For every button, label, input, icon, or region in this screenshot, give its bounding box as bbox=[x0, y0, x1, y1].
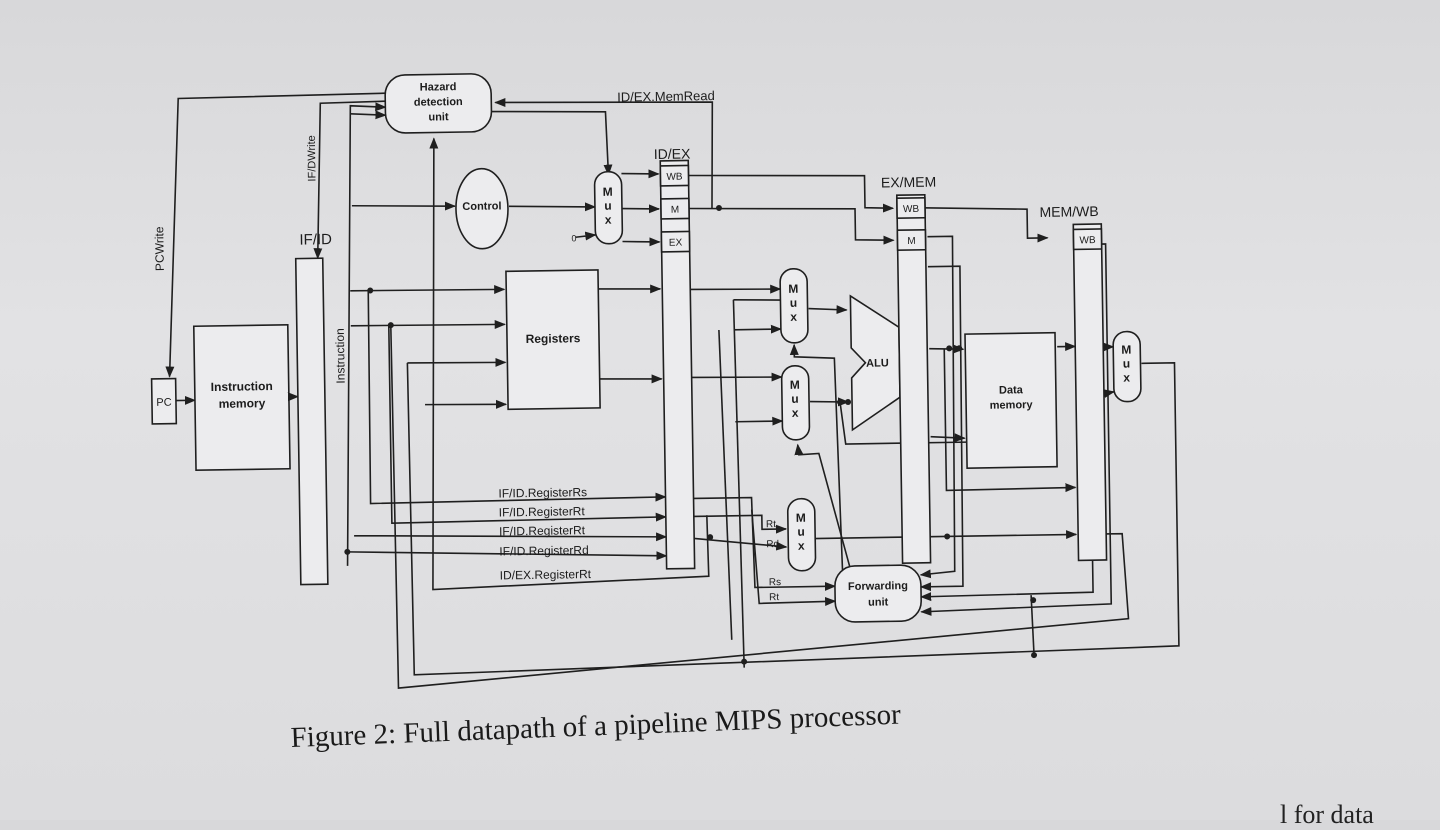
register-file: Registers bbox=[505, 269, 601, 411]
forwarding-label-line2: unit bbox=[868, 596, 889, 608]
forwarding-unit: Forwarding unit bbox=[834, 564, 922, 623]
ex-mem-m-field: M bbox=[907, 236, 916, 247]
reg-dst-mux: M u x bbox=[786, 497, 817, 572]
wires bbox=[165, 92, 1180, 689]
data-memory-label-line1: Data bbox=[999, 384, 1024, 396]
mem-wb-wb-field: WB bbox=[1079, 235, 1096, 246]
writeback-mux: M u x bbox=[1112, 330, 1142, 403]
mem-wb-label: MEM/WB bbox=[1039, 203, 1098, 220]
alu-mux-a: M u x bbox=[779, 268, 809, 344]
rs-forward-label: Rs bbox=[769, 577, 781, 588]
memread-label: ID/EX.MemRead bbox=[617, 88, 715, 105]
instruction-memory-label-line1: Instruction bbox=[211, 379, 273, 394]
ex-mem-register: WB M EX/MEM bbox=[881, 174, 936, 564]
control-label: Control bbox=[462, 200, 501, 213]
id-ex-wb-field: WB bbox=[666, 172, 683, 183]
instruction-memory-label-line2: memory bbox=[219, 396, 266, 411]
data-memory: Data memory bbox=[964, 331, 1058, 469]
alu: ALU bbox=[849, 294, 901, 432]
control-mux: M u x bbox=[593, 170, 624, 245]
reg-dst-mux-u: u bbox=[797, 525, 805, 539]
alu-mux-b-m: M bbox=[790, 378, 800, 392]
control-mux-u: u bbox=[604, 199, 612, 213]
ex-mem-label: EX/MEM bbox=[881, 174, 936, 191]
id-ex-m-field: M bbox=[671, 205, 680, 216]
ifdwrite-label: IF/DWrite bbox=[306, 135, 319, 181]
if-id-registerrt-label-1: IF/ID.RegisterRt bbox=[499, 504, 586, 519]
id-ex-ex-field: EX bbox=[669, 238, 683, 249]
if-id-registerrs-label: IF/ID.RegisterRs bbox=[498, 485, 587, 500]
hazard-label-line1: Hazard bbox=[420, 81, 457, 94]
alu-label: ALU bbox=[866, 357, 889, 369]
reg-dst-mux-m: M bbox=[796, 511, 806, 525]
registers-label: Registers bbox=[526, 331, 581, 346]
control-mux-x: x bbox=[605, 213, 612, 227]
instruction-memory: Instruction memory bbox=[192, 323, 291, 472]
rt-forward-label: Rt bbox=[769, 592, 779, 603]
writeback-mux-x: x bbox=[1123, 371, 1130, 385]
hazard-label-line2: detection bbox=[414, 96, 463, 109]
if-id-label: IF/ID bbox=[299, 231, 332, 249]
reg-dst-mux-x: x bbox=[798, 539, 805, 553]
ex-mem-wb-field: WB bbox=[903, 204, 920, 215]
if-id-register: IF/ID Instruction bbox=[294, 231, 348, 586]
alu-mux-b-u: u bbox=[791, 392, 799, 406]
if-id-registerrd-label: IF/ID.RegisterRd bbox=[499, 543, 589, 558]
program-counter: PC bbox=[150, 377, 178, 425]
forwarding-label-line1: Forwarding bbox=[848, 580, 908, 593]
id-ex-label: ID/EX bbox=[654, 145, 691, 162]
hazard-label-line3: unit bbox=[428, 111, 449, 123]
alu-mux-a-x: x bbox=[790, 310, 797, 324]
id-ex-register: WB M EX ID/EX bbox=[654, 145, 696, 570]
junction-dots bbox=[344, 204, 1038, 665]
alu-mux-b: M u x bbox=[780, 365, 811, 441]
writeback-mux-m: M bbox=[1121, 343, 1131, 357]
rd-mux-input-label: Rd bbox=[766, 539, 779, 550]
pc-label: PC bbox=[156, 397, 172, 409]
rt-mux-input-label: Rt bbox=[766, 519, 776, 530]
control-unit: Control bbox=[455, 167, 509, 250]
if-id-registerrt-label-2: IF/ID.RegisterRt bbox=[499, 523, 586, 538]
data-memory-label-line2: memory bbox=[990, 399, 1034, 412]
writeback-mux-u: u bbox=[1123, 357, 1131, 371]
zero-input-label: 0 bbox=[571, 233, 576, 243]
id-ex-registerrt-label: ID/EX.RegisterRt bbox=[500, 567, 592, 582]
pcwrite-label: PCWrite bbox=[152, 226, 167, 271]
alu-mux-a-m: M bbox=[788, 282, 798, 296]
signal-labels: PCWrite IF/DWrite ID/EX.MemRead IF/ID.Re… bbox=[152, 88, 781, 603]
footer-text-fragment: l for data bbox=[1280, 800, 1374, 829]
instruction-signal-label: Instruction bbox=[333, 328, 348, 384]
mem-wb-register: WB MEM/WB bbox=[1039, 203, 1108, 562]
alu-mux-a-u: u bbox=[790, 296, 798, 310]
alu-mux-b-x: x bbox=[792, 406, 799, 420]
hazard-detection-unit: Hazard detection unit bbox=[384, 73, 493, 134]
control-mux-m: M bbox=[603, 185, 613, 199]
